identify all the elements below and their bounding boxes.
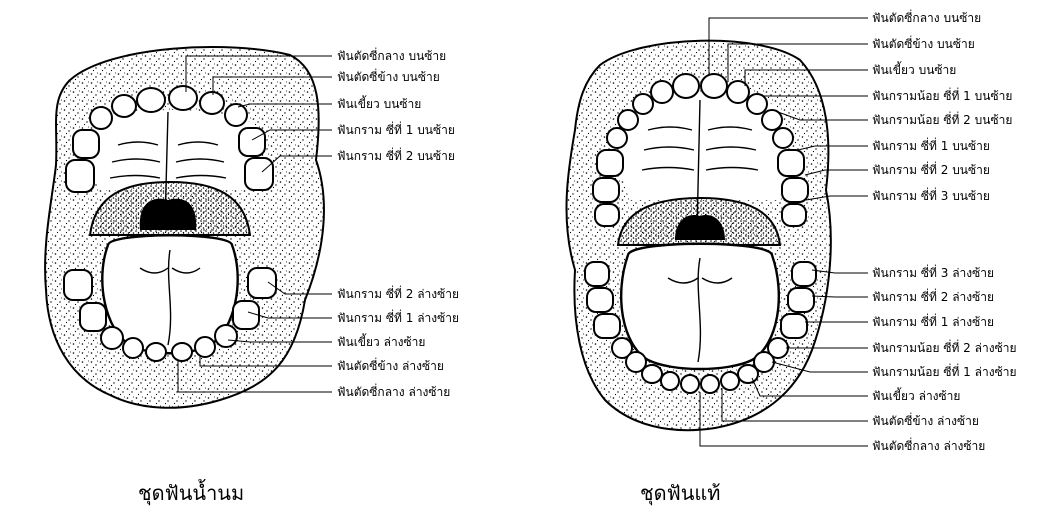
label-primary-6: ฟันกราม ซี่ที่ 2 ล่างซ้าย: [337, 285, 459, 301]
primary-labels: ฟันตัดซี่กลาง บนซ้าย ฟันตัดซี่ข้าง บนซ้า…: [337, 47, 459, 399]
label-permanent-9: ฟันกราม ซี่ที่ 3 ล่างซ้าย: [872, 264, 994, 280]
label-primary-3: ฟันเขี้ยว บนซ้าย: [337, 95, 421, 111]
label-primary-8: ฟันเขี้ยว ล่างซ้าย: [337, 333, 425, 349]
label-primary-2: ฟันตัดซี่ข้าง บนซ้าย: [337, 68, 440, 84]
label-permanent-16: ฟันตัดซี่กลาง ล่างซ้าย: [872, 437, 985, 453]
permanent-caption: ชุดฟันแท้: [640, 481, 720, 506]
label-permanent-5: ฟันกรามน้อย ซี่ที่ 2 บนซ้าย: [872, 111, 1012, 127]
primary-caption: ชุดฟันน้ำนม: [138, 479, 244, 506]
label-permanent-1: ฟันตัดซี่กลาง บนซ้าย: [872, 9, 981, 25]
label-permanent-3: ฟันเขี้ยว บนซ้าย: [872, 61, 956, 77]
label-primary-9: ฟันตัดซี่ข้าง ล่างซ้าย: [337, 357, 444, 373]
permanent-dentition-illustration: [566, 41, 830, 431]
primary-dentition-illustration: [45, 47, 324, 408]
label-permanent-2: ฟันตัดซี่ข้าง บนซ้าย: [872, 35, 975, 51]
label-permanent-14: ฟันเขี้ยว ล่างซ้าย: [872, 387, 960, 403]
label-primary-4: ฟันกราม ซี่ที่ 1 บนซ้าย: [337, 121, 455, 137]
label-permanent-10: ฟันกราม ซี่ที่ 2 ล่างซ้าย: [872, 288, 994, 304]
label-primary-1: ฟันตัดซี่กลาง บนซ้าย: [337, 47, 446, 63]
label-permanent-6: ฟันกราม ซี่ที่ 1 บนซ้าย: [872, 137, 990, 153]
label-permanent-11: ฟันกราม ซี่ที่ 1 ล่างซ้าย: [872, 313, 994, 329]
label-primary-5: ฟันกราม ซี่ที่ 2 บนซ้าย: [337, 147, 455, 163]
label-permanent-7: ฟันกราม ซี่ที่ 2 บนซ้าย: [872, 161, 990, 177]
label-primary-7: ฟันกราม ซี่ที่ 1 ล่างซ้าย: [337, 309, 459, 325]
label-permanent-4: ฟันกรามน้อย ซี่ที่ 1 บนซ้าย: [872, 87, 1012, 103]
permanent-labels: ฟันตัดซี่กลาง บนซ้าย ฟันตัดซี่ข้าง บนซ้า…: [872, 9, 1017, 453]
label-permanent-15: ฟันตัดซี่ข้าง ล่างซ้าย: [872, 412, 979, 428]
label-permanent-13: ฟันกรามน้อย ซี่ที่ 1 ล่างซ้าย: [872, 363, 1017, 379]
label-primary-10: ฟันตัดซี่กลาง ล่างซ้าย: [337, 383, 450, 399]
label-permanent-8: ฟันกราม ซี่ที่ 3 บนซ้าย: [872, 187, 990, 203]
label-permanent-12: ฟันกรามน้อย ซี่ที่ 2 ล่างซ้าย: [872, 339, 1017, 355]
